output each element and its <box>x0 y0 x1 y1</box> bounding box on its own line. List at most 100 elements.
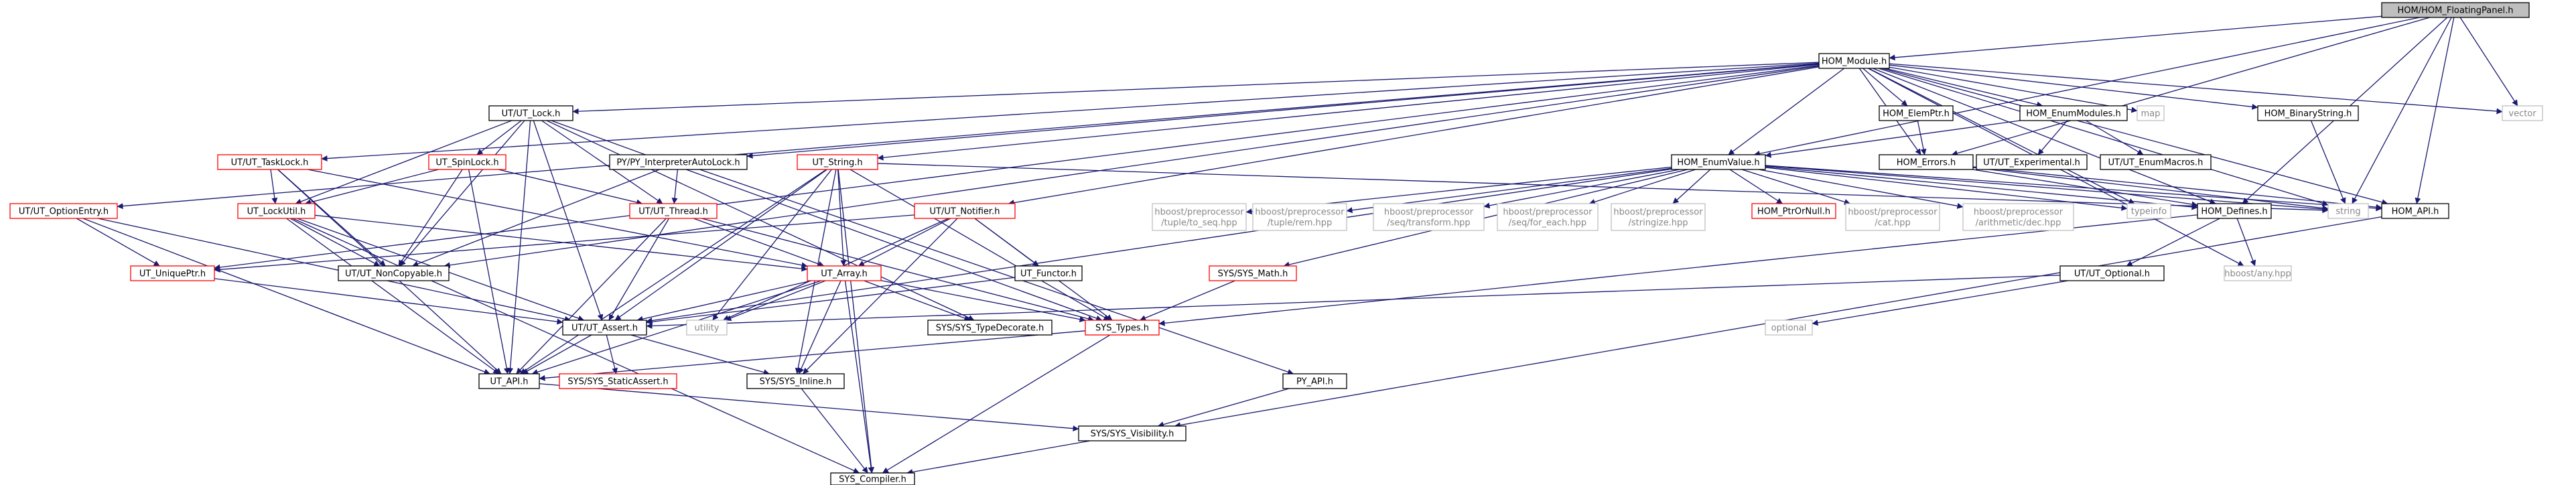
graph-node[interactable]: UT/UT_Experimental.h <box>1976 154 2088 170</box>
node-box <box>338 265 450 281</box>
node-label: UT/UT_NonCopyable.h <box>345 269 442 279</box>
graph-node[interactable]: HOM_API.h <box>2381 203 2449 219</box>
node-label: /seq/transform.hpp <box>1387 218 1470 228</box>
graph-node[interactable]: HOM_Module.h <box>1818 53 1890 69</box>
edge-n13-to-n25 <box>1729 169 1783 204</box>
graph-node[interactable]: UT/UT_Assert.h <box>562 320 647 336</box>
node-box <box>746 373 845 389</box>
edge-n1-to-n6 <box>746 63 1820 159</box>
edge-n0-to-n30 <box>2415 17 2455 204</box>
node-box <box>1078 425 1187 441</box>
node-box <box>1497 203 1599 231</box>
edge-n13-to-n23 <box>1588 169 1696 205</box>
node-label: hboost/preprocessor <box>1154 208 1244 218</box>
graph-node[interactable]: SYS/SYS_StaticAssert.h <box>559 373 677 389</box>
graph-node[interactable]: UT/UT_Thread.h <box>629 203 718 219</box>
graph-node[interactable]: HOM_BinaryString.h <box>2257 105 2359 121</box>
node-label: HOM_Errors.h <box>1897 158 1956 168</box>
graph-node[interactable]: HOM_Errors.h <box>1879 154 1974 170</box>
node-box <box>2257 105 2359 121</box>
edge-n19-to-n34 <box>858 218 951 267</box>
node-box <box>1085 320 1160 336</box>
node-box <box>2100 154 2212 170</box>
graph-node[interactable]: UT/UT_NonCopyable.h <box>338 265 450 281</box>
edge-n31-to-n38 <box>2236 218 2256 267</box>
graph-node[interactable]: SYS/SYS_TypeDecorate.h <box>927 320 1053 336</box>
graph-node[interactable]: UT_UniquePtr.h <box>130 265 215 281</box>
graph-node[interactable]: UT/UT_OptionEntry.h <box>9 203 118 219</box>
graph-node: hboost/preprocessor/stringize.hpp <box>1611 203 1706 231</box>
node-box <box>1976 154 2088 170</box>
node-box <box>1879 105 1954 121</box>
node-label: hboost/preprocessor <box>1848 208 1938 218</box>
edge-n34-to-n49 <box>844 280 874 474</box>
edge-n17-to-n49 <box>292 218 860 474</box>
edge-n1-to-n10 <box>1889 66 2138 113</box>
graph-node[interactable]: HOM/HOM_FloatingPanel.h <box>2381 2 2530 18</box>
edge-n36-to-n42 <box>1140 280 1235 321</box>
graph-node[interactable]: HOM_Defines.h <box>2197 203 2272 219</box>
edge-n34-to-n44 <box>531 280 822 375</box>
edge-n13-to-n40 <box>646 168 1672 324</box>
graph-node[interactable]: UT/UT_Optional.h <box>2059 265 2165 281</box>
graph-node[interactable]: UT/UT_TaskLock.h <box>217 154 322 170</box>
edge-n31-to-n37 <box>2126 218 2220 267</box>
graph-node[interactable]: UT_API.h <box>478 373 540 389</box>
edge-n13-to-n31 <box>1765 165 2198 210</box>
node-label: /seq/for_each.hpp <box>1509 218 1586 228</box>
edge-n3-to-n17 <box>270 169 278 204</box>
graph-node[interactable]: SYS_Compiler.h <box>830 472 915 485</box>
node-box <box>1611 203 1706 231</box>
node-box <box>807 265 882 281</box>
node-box <box>2019 105 2128 121</box>
edge-n1-to-n13 <box>1728 68 1845 155</box>
edge-n34-to-n39 <box>725 280 826 322</box>
graph-node[interactable]: SYS/SYS_Visibility.h <box>1078 425 1187 441</box>
graph-node[interactable]: HOM_EnumValue.h <box>1671 154 1766 170</box>
node-box <box>2502 105 2543 121</box>
graph-node[interactable]: PY/PY_InterpreterAutoLock.h <box>609 154 748 170</box>
edge-n17-to-n34 <box>314 214 808 272</box>
node-label: hboost/any.hpp <box>2224 269 2291 279</box>
graph-node[interactable]: UT_LockUtil.h <box>237 203 316 219</box>
graph-node[interactable]: UT_SpinLock.h <box>428 154 506 170</box>
graph-node[interactable]: UT_String.h <box>797 154 878 170</box>
edge-n2-to-n44 <box>507 120 531 374</box>
graph-node: utility <box>686 320 728 336</box>
node-label: UT/UT_Optional.h <box>2074 269 2150 279</box>
graph-node[interactable]: UT/UT_Lock.h <box>488 105 573 121</box>
edge-n34-to-n46 <box>798 280 841 374</box>
node-box <box>130 265 215 281</box>
edge-n48-to-n49 <box>906 440 1091 475</box>
node-box <box>1879 154 1974 170</box>
graph-node[interactable]: UT_Functor.h <box>1014 265 1083 281</box>
edge-n35-to-n40 <box>646 277 1016 325</box>
graph-node[interactable]: UT/UT_Notifier.h <box>914 203 1016 219</box>
edge-n1-to-n3 <box>321 62 1820 161</box>
node-label: UT_String.h <box>812 158 862 168</box>
node-label: HOM_BinaryString.h <box>2264 109 2352 119</box>
edge-n34-to-n41 <box>864 280 971 322</box>
node-box <box>1282 373 1347 389</box>
graph-node[interactable]: PY_API.h <box>1282 373 1347 389</box>
node-label: HOM_Defines.h <box>2201 207 2267 217</box>
graph-node[interactable]: HOM_ElemPtr.h <box>1879 105 1954 121</box>
graph-node: optional <box>1765 320 1813 336</box>
graph-node[interactable]: SYS/SYS_Inline.h <box>746 373 845 389</box>
graph-node[interactable]: SYS/SYS_Math.h <box>1209 265 1297 281</box>
node-label: utility <box>695 324 720 334</box>
edge-n6-to-n33 <box>412 169 660 267</box>
node-box <box>927 320 1053 336</box>
node-label: optional <box>1771 324 1807 334</box>
graph-node[interactable]: HOM_EnumModules.h <box>2019 105 2128 121</box>
edge-n19-to-n32 <box>214 214 915 273</box>
graph-node[interactable]: HOM_PtrOrNull.h <box>1751 203 1836 219</box>
edge-n6-to-n47 <box>699 169 1294 375</box>
node-label: UT/UT_Thread.h <box>638 207 708 217</box>
edge-n18-to-n44 <box>516 218 667 374</box>
node-box <box>2126 203 2171 219</box>
graph-node[interactable]: UT_Array.h <box>807 265 882 281</box>
graph-node[interactable]: UT/UT_EnumMacros.h <box>2100 154 2212 170</box>
edge-n1-to-n8 <box>1862 68 1908 107</box>
graph-node[interactable]: SYS_Types.h <box>1085 320 1160 336</box>
